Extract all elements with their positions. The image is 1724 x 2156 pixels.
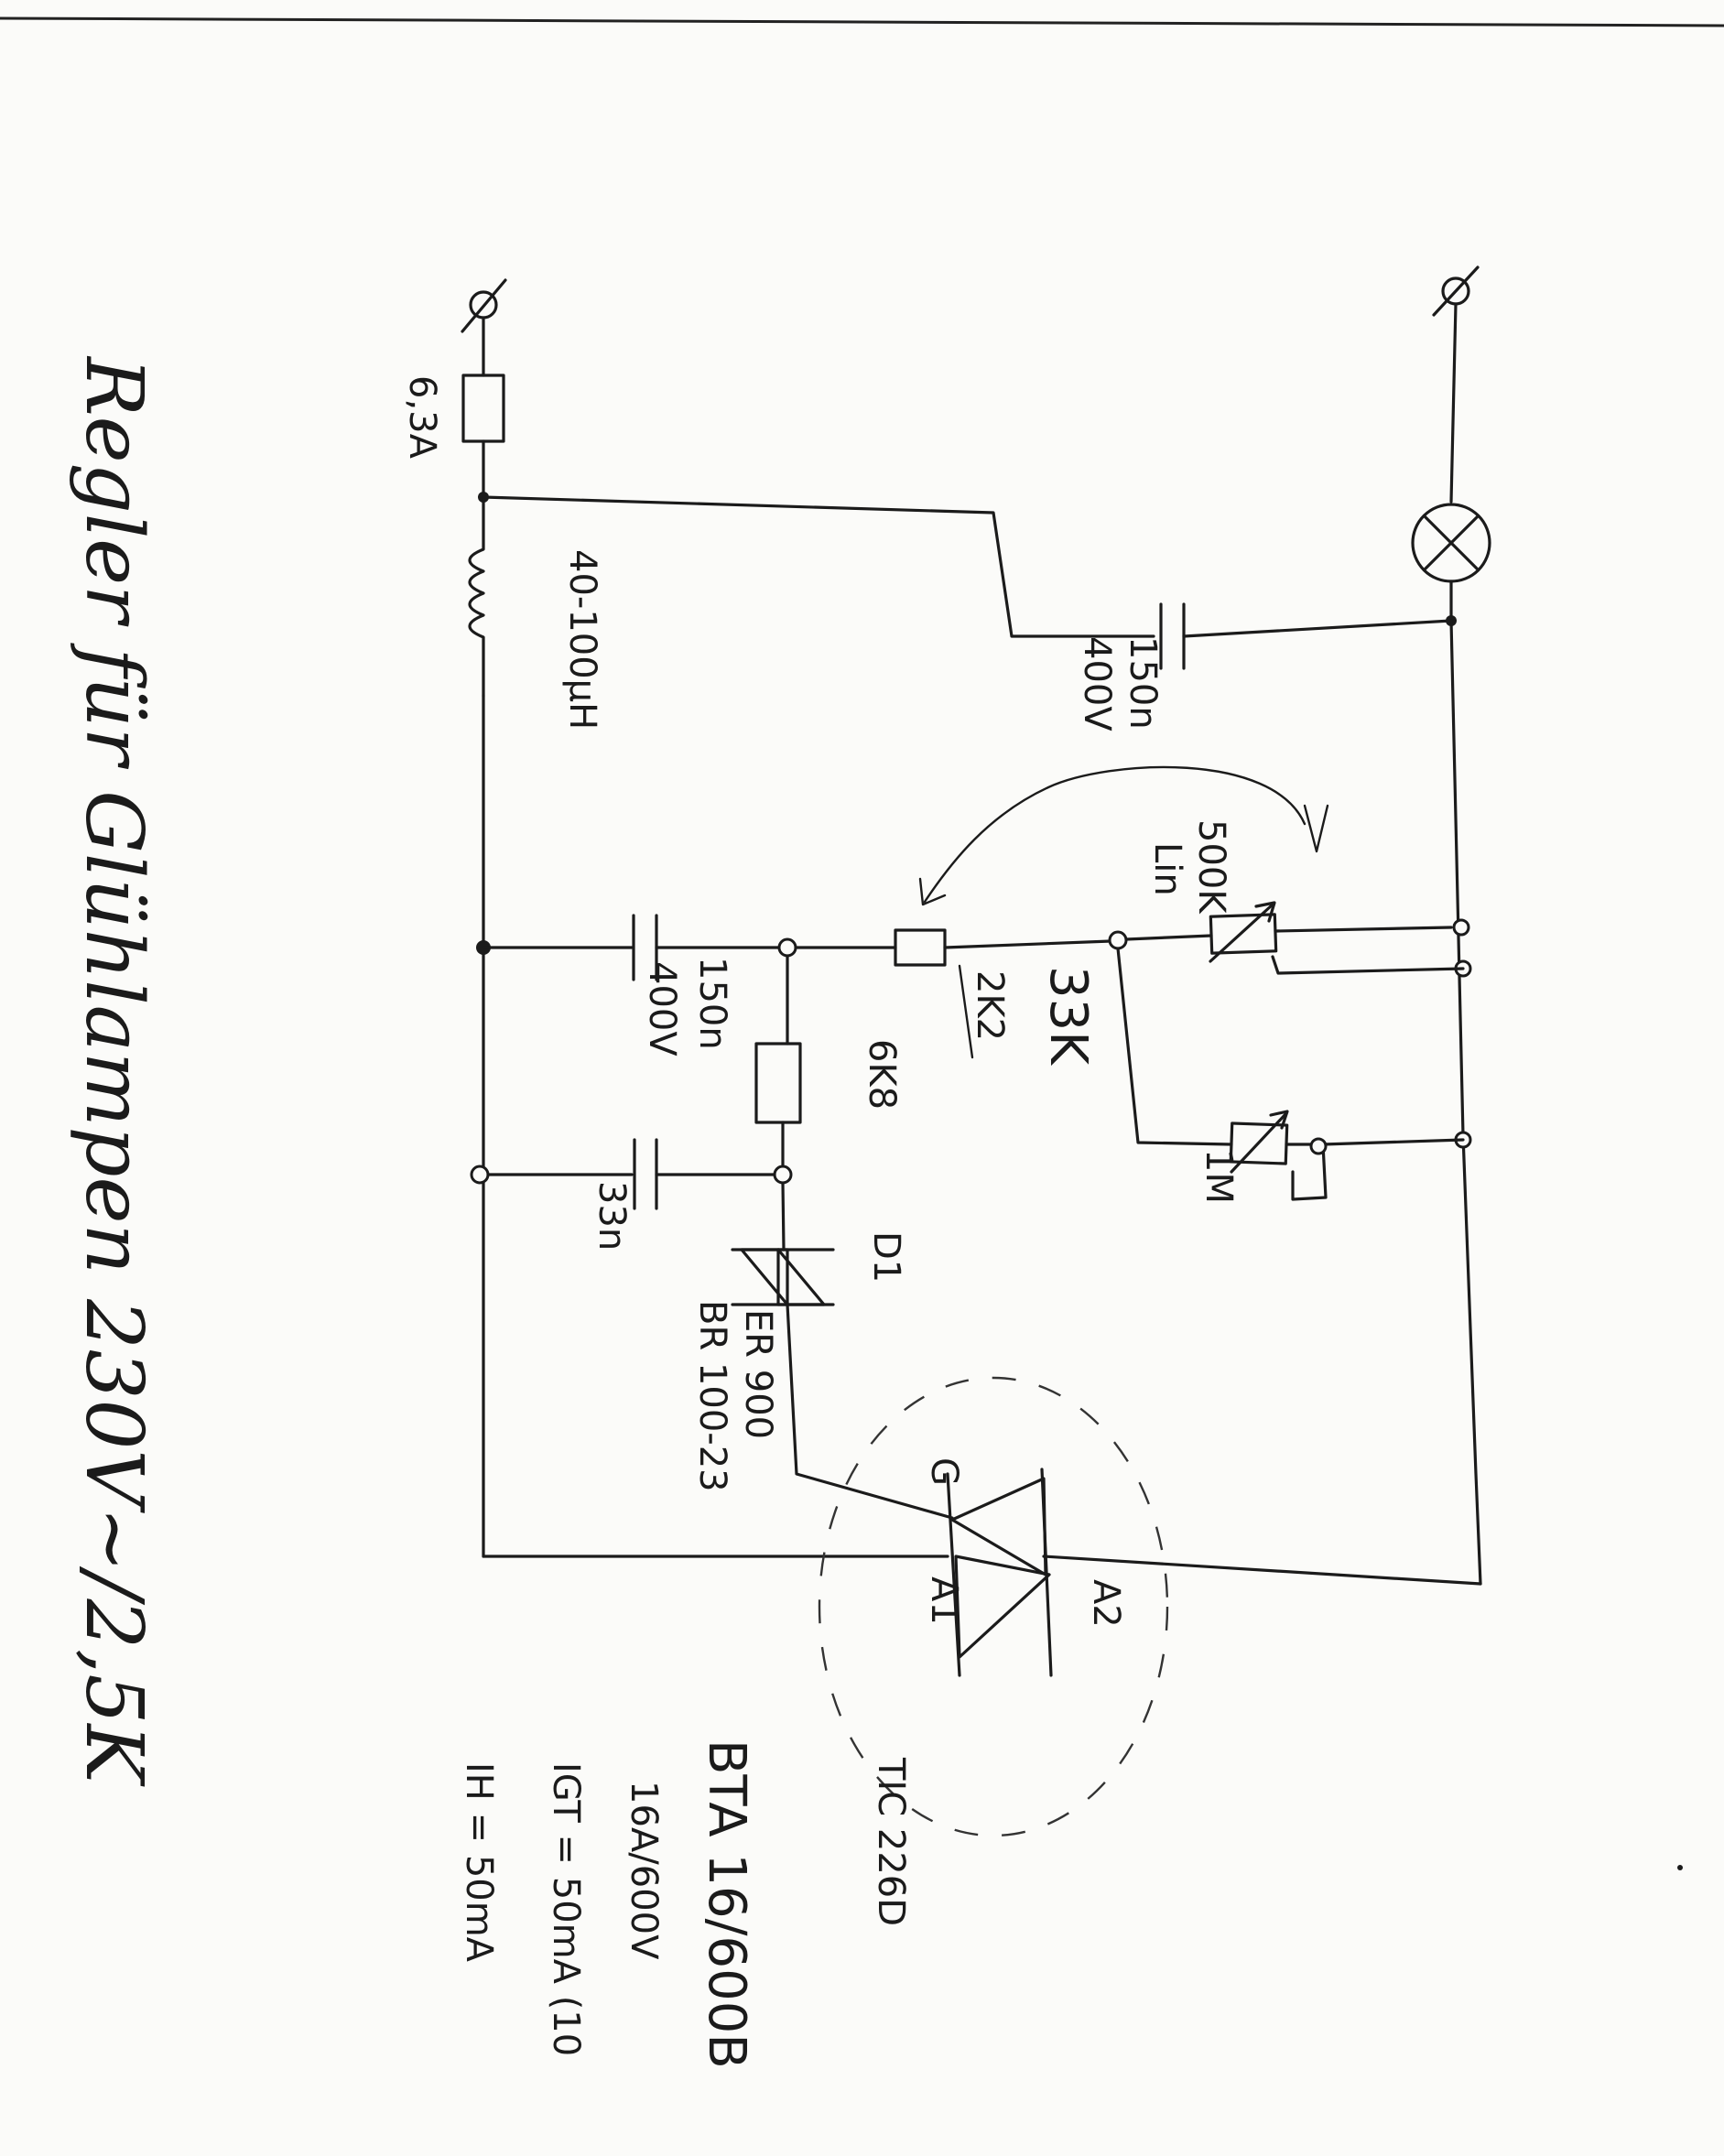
triac-part-label: BTA 16/600B [697, 1739, 756, 2069]
wire [482, 495, 1155, 638]
cap-33n-label: 33n [591, 1181, 633, 1251]
junction-node [1309, 1137, 1328, 1155]
page-title: Regler für Glühlampen 230V~/2,5K [68, 355, 159, 1787]
triac-alt-label: TIC 226D [870, 1757, 912, 1926]
resistor-new-label: 33K [1038, 966, 1098, 1066]
triac-icon [946, 1468, 1053, 1677]
diac-part1-label: ER 900 [737, 1309, 779, 1439]
fuse-label: 6,3A [401, 375, 443, 460]
wire [1182, 619, 1453, 638]
diac-name-label: D1 [865, 1231, 907, 1283]
diac-part2-label: BR 100-23 [691, 1300, 733, 1492]
lamp-icon [1411, 503, 1491, 583]
wire [1449, 302, 1458, 504]
a2-label: A2 [1085, 1579, 1127, 1628]
wire [781, 1181, 786, 1251]
package-outline [818, 1376, 1169, 1837]
junction-node [773, 1165, 793, 1185]
inductor-icon [468, 495, 485, 698]
wire [1274, 926, 1453, 933]
igt-label: IGT = 50mA (10 [545, 1762, 587, 2056]
wire [1042, 1555, 1482, 1586]
triac-rating-label: 16A/600V [623, 1781, 665, 1960]
wiper-wire [1271, 955, 1465, 975]
a1-label: A1 [923, 1576, 965, 1625]
resistor-6k8-label: 6K8 [861, 1039, 903, 1110]
wire [1116, 947, 1233, 1146]
potentiometer-icon [1209, 901, 1278, 963]
diac-icon [731, 1248, 835, 1306]
pot-label: 500K [1190, 819, 1232, 915]
wire [943, 939, 1112, 949]
junction-node [1108, 930, 1128, 950]
resistor-33k-icon [894, 928, 947, 967]
trim-label: 1M [1198, 1149, 1240, 1204]
gate-wire [786, 1303, 954, 1520]
junction-node [777, 937, 797, 958]
timing-cap-voltage-label: 400V [641, 961, 683, 1056]
speck [1677, 1865, 1683, 1870]
page-edge [0, 16, 1724, 27]
resistor-6k8-icon [754, 1042, 802, 1124]
resistor-old-label-group: 2K2 [958, 964, 1011, 1059]
capacitor-33n-icon [633, 1138, 658, 1210]
fuse-icon [461, 374, 505, 443]
right-rail-wire [1449, 619, 1482, 1586]
wire [1124, 934, 1213, 941]
snubber-cap-voltage-label: 400V [1076, 636, 1118, 731]
junction-node [470, 1165, 490, 1185]
timing-cap-label: 150n [691, 957, 733, 1050]
gate-label: G [923, 1457, 965, 1486]
inductor-label: 40-100µH [561, 549, 603, 730]
pot-type-label: Lin [1146, 842, 1188, 896]
wire [1321, 1138, 1465, 1146]
curved-arrow-icon [918, 765, 1329, 906]
junction-node [1452, 918, 1470, 937]
ih-label: IH = 50mA [458, 1762, 500, 1963]
resistor-old-label: 2K2 [969, 970, 1011, 1041]
snubber-cap-label: 150n [1122, 636, 1164, 730]
